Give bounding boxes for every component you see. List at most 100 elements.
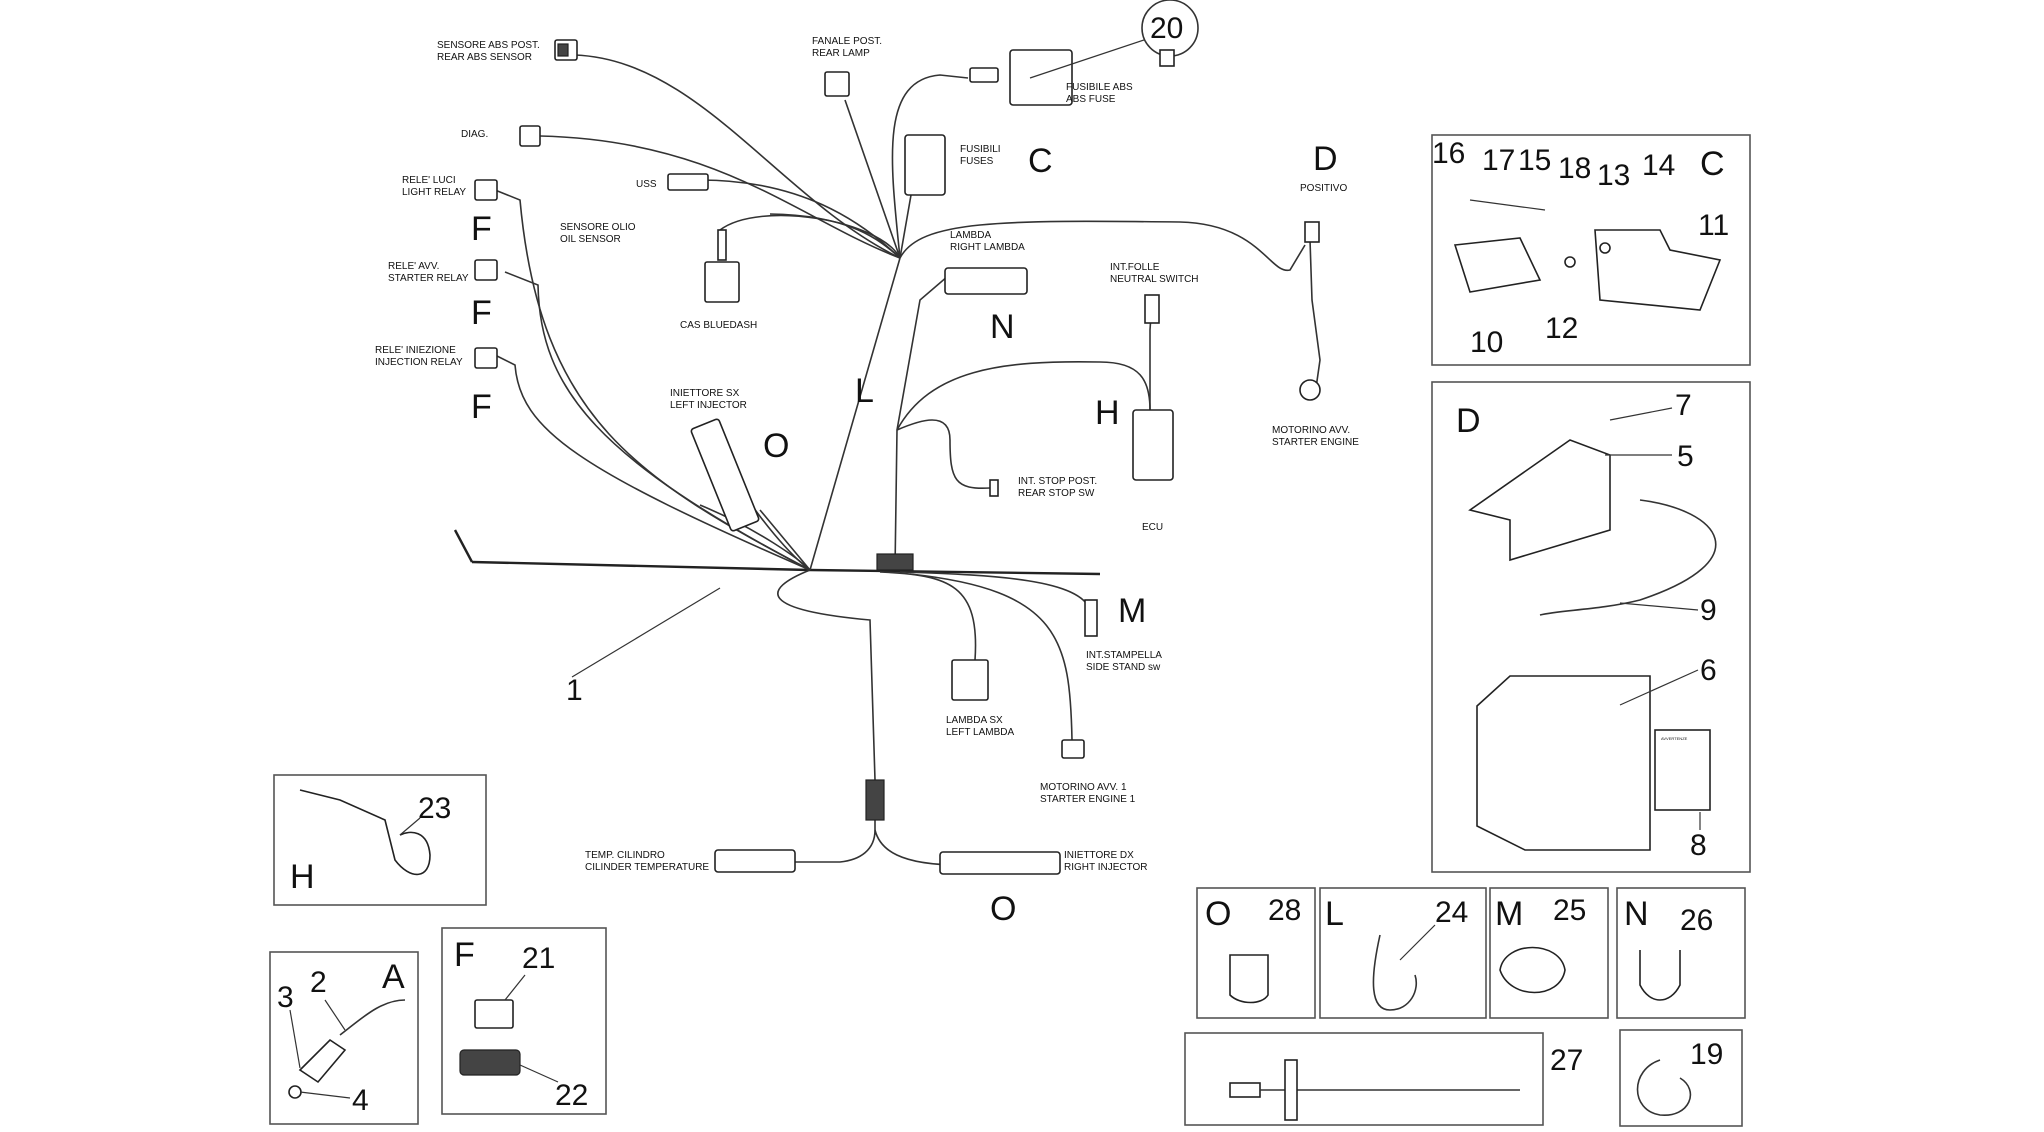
part-number-13: 13 <box>1597 159 1630 192</box>
letter-c-inset: C <box>1700 145 1725 183</box>
part-number-16: 16 <box>1432 137 1465 170</box>
callout-sensore-abs-1: SENSORE ABS POST. <box>437 40 540 51</box>
letter-h-inset: H <box>290 858 315 896</box>
part-numbers-main: 1 20 <box>566 0 1199 707</box>
part-number-12: 12 <box>1545 312 1578 345</box>
inset-27: 27 <box>1184 1032 1583 1126</box>
callout-rele-iniezione-2: INJECTION RELAY <box>375 357 463 368</box>
part-number-17: 17 <box>1482 144 1515 177</box>
letter-m-inset: M <box>1495 895 1523 933</box>
callout-int-folle-1: INT.FOLLE <box>1110 262 1160 273</box>
part-number-20: 20 <box>1150 12 1183 45</box>
inset-f: F 21 22 <box>441 927 607 1115</box>
letter-f-2: F <box>471 294 492 332</box>
callout-rele-iniezione-1: RELE' INIEZIONE <box>375 345 456 356</box>
section-letters: C D F F F N L H O M O <box>471 140 1338 928</box>
inset-l: L 24 <box>1319 887 1487 1019</box>
letter-f-inset: F <box>454 936 475 974</box>
part-number-8: 8 <box>1690 829 1707 862</box>
callout-lambda-dx-1: LAMBDA <box>950 230 991 241</box>
callout-fusibile-abs-1: FUSIBILE ABS <box>1066 82 1133 93</box>
callout-iniettore-dx-1: INIETTORE DX <box>1064 850 1134 861</box>
callout-sensore-olio-2: OIL SENSOR <box>560 234 621 245</box>
part-number-14: 14 <box>1642 149 1675 182</box>
callout-stampella-2: SIDE STAND sw <box>1086 662 1161 673</box>
callout-fanale-1: FANALE POST. <box>812 36 882 47</box>
letter-n-inset: N <box>1624 895 1649 933</box>
callout-stop-2: REAR STOP SW <box>1018 488 1095 499</box>
part-number-25: 25 <box>1553 894 1586 927</box>
callout-stop-1: INT. STOP POST. <box>1018 476 1097 487</box>
part-number-15: 15 <box>1518 144 1551 177</box>
callout-motorino-avv-1: MOTORINO AVV. <box>1272 425 1350 436</box>
callout-lambda-sx-1: LAMBDA SX <box>946 715 1003 726</box>
letter-l-inset: L <box>1325 895 1344 933</box>
callout-lambda-dx-2: RIGHT LAMBDA <box>950 242 1025 253</box>
letter-f-3: F <box>471 388 492 426</box>
letter-o-inset: O <box>1205 895 1231 933</box>
callout-ecu: ECU <box>1142 522 1163 533</box>
callout-diag: DIAG. <box>461 129 488 140</box>
battery-label-text: AVVERTENZE <box>1661 736 1688 741</box>
inset-o: O 28 <box>1196 887 1316 1019</box>
letter-a-inset: A <box>382 958 405 996</box>
letter-m-main: M <box>1118 592 1146 630</box>
callout-labels: SENSORE ABS POST.REAR ABS SENSOR FANALE … <box>375 36 1359 873</box>
part-number-9: 9 <box>1700 594 1717 627</box>
part-number-4: 4 <box>352 1084 369 1117</box>
part-number-1: 1 <box>566 674 583 707</box>
callout-fanale-2: REAR LAMP <box>812 48 870 59</box>
part-number-28: 28 <box>1268 894 1301 927</box>
inset-m: M 25 <box>1489 887 1609 1019</box>
callout-lambda-sx-2: LEFT LAMBDA <box>946 727 1014 738</box>
connectors <box>474 39 1321 875</box>
letter-c-main: C <box>1028 142 1053 180</box>
callout-motorino-avv1-2: STARTER ENGINE 1 <box>1040 794 1136 805</box>
svg-text:RELE' AVV.STARTER RELAY: RELE' AVV.STARTER RELAY <box>388 261 469 284</box>
svg-text:INT. STOP POST.REAR STOP SW: INT. STOP POST.REAR STOP SW <box>1018 476 1097 499</box>
inset-h: 23 H <box>273 774 487 906</box>
callout-sensore-abs-2: REAR ABS SENSOR <box>437 52 532 63</box>
letter-d-inset: D <box>1456 402 1481 440</box>
part-number-11: 11 <box>1698 209 1729 242</box>
callout-temp-2: CILINDER TEMPERATURE <box>585 862 709 873</box>
letter-l-main: L <box>855 372 874 410</box>
callout-temp-1: TEMP. CILINDRO <box>585 850 665 861</box>
svg-text:MOTORINO AVV.STARTER ENGINE: MOTORINO AVV.STARTER ENGINE <box>1272 425 1359 448</box>
part-number-5: 5 <box>1677 440 1694 473</box>
svg-text:SENSORE ABS POST.REAR ABS SENS: SENSORE ABS POST.REAR ABS SENSOR <box>437 40 540 63</box>
callout-iniettore-dx-2: RIGHT INJECTOR <box>1064 862 1148 873</box>
inset-d: D 7 5 9 6 8 AVVERTENZE <box>1431 381 1751 873</box>
letter-o-main: O <box>763 427 789 465</box>
callout-rele-luci-2: LIGHT RELAY <box>402 187 466 198</box>
part-number-19: 19 <box>1690 1038 1723 1071</box>
part-number-3: 3 <box>277 981 294 1014</box>
svg-text:FANALE POST.REAR LAMP: FANALE POST.REAR LAMP <box>812 36 882 59</box>
part-number-23: 23 <box>418 792 451 825</box>
part-number-7: 7 <box>1675 389 1692 422</box>
letter-h-main: H <box>1095 394 1120 432</box>
part-number-6: 6 <box>1700 654 1717 687</box>
part-number-27: 27 <box>1550 1044 1583 1077</box>
callout-motorino-avv-2: STARTER ENGINE <box>1272 437 1359 448</box>
letter-n-main: N <box>990 308 1015 346</box>
inset-c: 16 17 15 18 13 14 C 11 10 12 <box>1431 134 1751 366</box>
main-harness <box>453 49 1321 866</box>
callout-iniettore-sx-2: LEFT INJECTOR <box>670 400 747 411</box>
letter-o-bottom: O <box>990 890 1016 928</box>
part-number-22: 22 <box>555 1079 588 1112</box>
letter-f-1: F <box>471 210 492 248</box>
callout-iniettore-sx-1: INIETTORE SX <box>670 388 740 399</box>
